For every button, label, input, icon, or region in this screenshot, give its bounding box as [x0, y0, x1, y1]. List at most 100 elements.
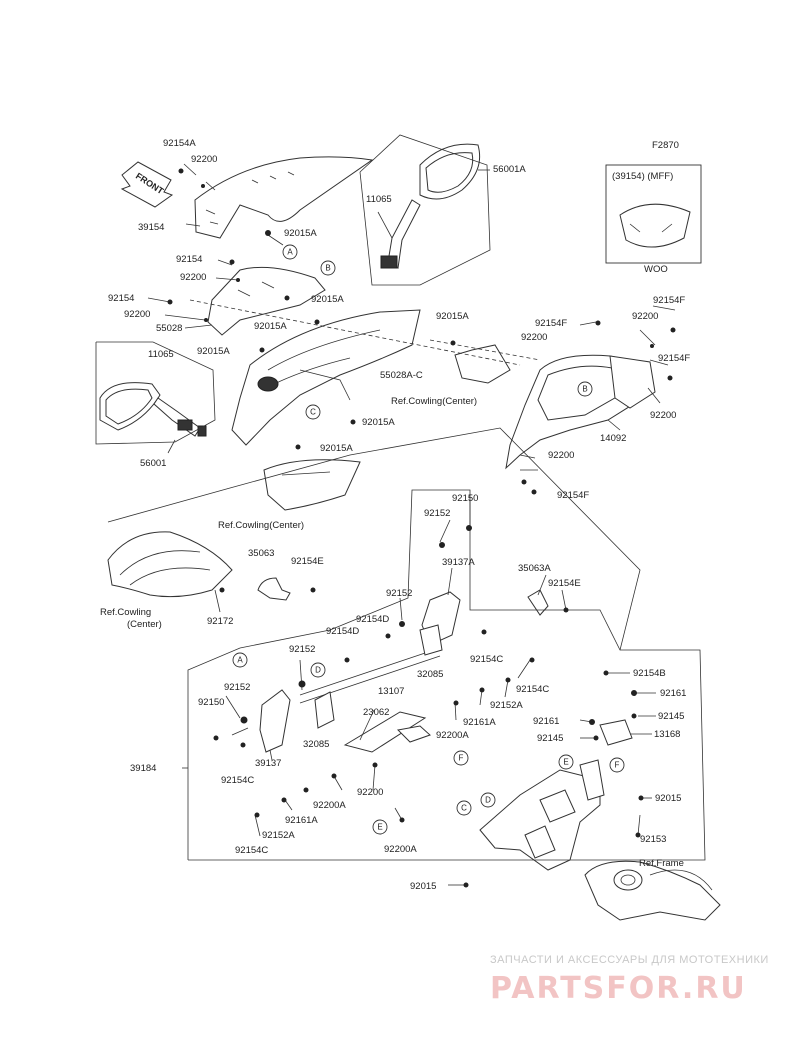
label-92154: 92154 — [108, 293, 134, 304]
label-92172: 92172 — [207, 616, 233, 627]
windshield-variant-icon — [619, 203, 691, 248]
front-panel-part — [107, 531, 233, 598]
label-39184: 39184 — [130, 763, 156, 774]
label-92145: 92145 — [537, 733, 563, 744]
callout-C-bottom: C — [456, 800, 472, 816]
callout-A-top: A — [282, 244, 298, 260]
callout-C-bottom-label: C — [461, 804, 467, 813]
right-mirror-part — [380, 143, 481, 269]
callout-B-side-label: B — [582, 385, 587, 394]
label-55028A-C: 55028A-C — [380, 370, 423, 381]
cowling-bracket-part — [454, 344, 511, 384]
upper-inner-cowling-part — [207, 266, 326, 336]
label-92200A: 92200A — [313, 800, 346, 811]
part-labels: 92154A 92200 39154 92015A 92154 92200 92… — [100, 138, 690, 892]
label-92153: 92153 — [640, 834, 666, 845]
callout-B-label: B — [325, 264, 330, 273]
callout-A-label: A — [287, 248, 293, 257]
label-92152A: 92152A — [262, 830, 295, 841]
label-92154C: 92154C — [516, 684, 549, 695]
inset-windshield-variant: (39154) (MFF) WOO — [605, 164, 702, 275]
label-92161: 92161 — [533, 716, 559, 727]
watermark: ЗАПЧАСТИ И АКСЕССУАРЫ ДЛЯ МОТОТЕХНИКИ PA… — [490, 954, 769, 1006]
label-ref-cowling-center-paren: (Center) — [127, 619, 162, 630]
watermark-tagline: ЗАПЧАСТИ И АКСЕССУАРЫ ДЛЯ МОТОТЕХНИКИ — [490, 954, 769, 966]
label-92154F: 92154F — [658, 353, 690, 364]
label-92015: 92015 — [410, 881, 436, 892]
label-56001A: 56001A — [493, 164, 526, 175]
label-92154D: 92154D — [326, 626, 359, 637]
label-92015A: 92015A — [284, 228, 317, 239]
label-92154C: 92154C — [221, 775, 254, 786]
label-92154B: 92154B — [633, 668, 666, 679]
label-92161A: 92161A — [285, 815, 318, 826]
label-ref-cowling-center: Ref.Cowling(Center) — [218, 520, 304, 531]
label-11065: 11065 — [366, 194, 392, 205]
label-92015: 92015 — [655, 793, 681, 804]
callout-E-right-label: E — [563, 758, 568, 767]
label-92152: 92152 — [224, 682, 250, 693]
label-92015A: 92015A — [311, 294, 344, 305]
label-13168: 13168 — [654, 729, 680, 740]
label-ref-frame: Ref.Frame — [639, 858, 684, 869]
callout-B-side: B — [577, 381, 593, 397]
label-ref-cowling-center: Ref.Cowling(Center) — [391, 396, 477, 407]
side-cowling-part — [505, 354, 656, 470]
label-92150: 92150 — [198, 697, 224, 708]
label-92145: 92145 — [658, 711, 684, 722]
left-mirror-part — [99, 382, 207, 437]
front-arrow-icon: FRONT — [120, 161, 174, 208]
label-92200: 92200 — [124, 309, 150, 320]
callout-A-stay: A — [232, 652, 248, 668]
label-92200: 92200 — [180, 272, 206, 283]
label-92152A: 92152A — [490, 700, 523, 711]
label-92200: 92200 — [548, 450, 574, 461]
callout-C-label: C — [310, 408, 316, 417]
label-39154: 39154 — [138, 222, 164, 233]
callout-E-bottom: E — [372, 819, 388, 835]
label-92015A: 92015A — [254, 321, 287, 332]
label-92200: 92200 — [632, 311, 658, 322]
label-92200: 92200 — [650, 410, 676, 421]
label-92154D: 92154D — [356, 614, 389, 625]
label-92161: 92161 — [660, 688, 686, 699]
label-92152: 92152 — [424, 508, 450, 519]
label-ref-cowling: Ref.Cowling — [100, 607, 151, 618]
label-92200A: 92200A — [384, 844, 417, 855]
label-92154E: 92154E — [291, 556, 324, 567]
callout-C-top: C — [305, 404, 321, 420]
label-92152: 92152 — [386, 588, 412, 599]
label-13107: 13107 — [378, 686, 404, 697]
label-92150: 92150 — [452, 493, 478, 504]
label-92015A: 92015A — [362, 417, 395, 428]
label-56001: 56001 — [140, 458, 166, 469]
callout-F-rail: F — [453, 750, 469, 766]
figure-code: F2870 — [652, 140, 679, 151]
label-92154C: 92154C — [470, 654, 503, 665]
callout-E-bottom-label: E — [377, 823, 382, 832]
callout-D-stay-label: D — [315, 666, 321, 675]
inset-title: (39154) (MFF) — [612, 171, 673, 182]
label-23062: 23062 — [363, 707, 389, 718]
stay-assembly — [257, 577, 721, 921]
label-11065: 11065 — [148, 349, 174, 360]
label-92154A: 92154A — [163, 138, 196, 149]
callout-F-right-label: F — [615, 761, 620, 770]
center-cowling-part — [231, 309, 421, 446]
label-92154F: 92154F — [535, 318, 567, 329]
label-14092: 14092 — [600, 433, 626, 444]
label-55028: 55028 — [156, 323, 182, 334]
label-92154E: 92154E — [548, 578, 581, 589]
callout-E-right: E — [558, 754, 574, 770]
callout-A-stay-label: A — [237, 656, 243, 665]
label-35063A: 35063A — [518, 563, 551, 574]
watermark-brand: PARTSFOR.RU — [490, 971, 747, 1006]
label-92015A: 92015A — [197, 346, 230, 357]
callout-F-right: F — [609, 757, 625, 773]
label-32085: 32085 — [417, 669, 443, 680]
label-92154F: 92154F — [557, 490, 589, 501]
label-92200: 92200 — [191, 154, 217, 165]
label-39137: 39137 — [255, 758, 281, 769]
